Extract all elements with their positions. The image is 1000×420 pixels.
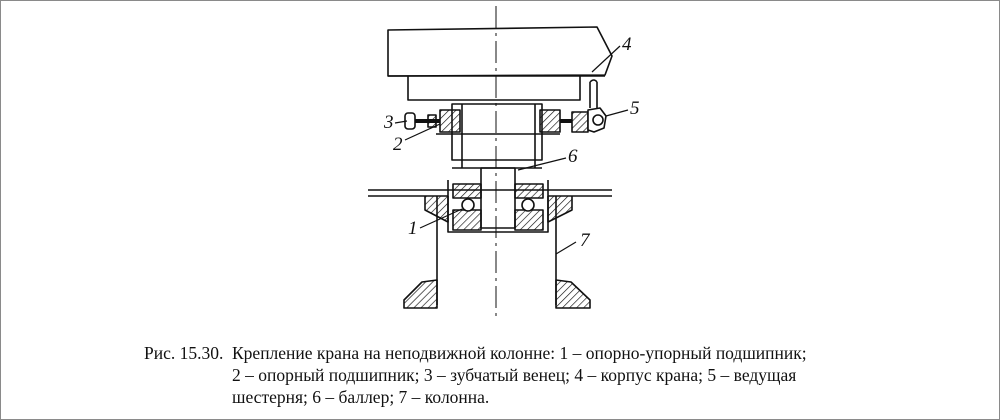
stock-pillar — [480, 167, 516, 229]
drive-pinion-block — [571, 111, 589, 133]
leader-4 — [591, 45, 621, 73]
leader-6 — [517, 157, 567, 171]
upper-bearing-left — [439, 109, 461, 133]
caption-line-1: Рис. 15.30.Крепление крана на неподвижно… — [144, 343, 807, 363]
bracket-right — [547, 196, 573, 223]
label-4: 4 — [622, 34, 632, 55]
lower-bearing-top-right — [514, 183, 544, 199]
lower-bearing-bottom-right — [514, 209, 544, 231]
ball-left — [461, 198, 475, 212]
caption-number: Рис. 15.30. — [144, 343, 224, 363]
label-1: 1 — [408, 218, 418, 239]
lower-bearing-top-left — [452, 183, 482, 199]
caption-line-3: шестерня; 6 – баллер; 7 – колонна. — [232, 387, 490, 407]
caption-line-2: 2 – опорный подшипник; 3 – зубчатый вене… — [232, 365, 797, 385]
crane-body-base — [407, 76, 581, 101]
label-2: 2 — [393, 134, 403, 155]
upper-neck — [451, 103, 543, 161]
figure-caption: Рис. 15.30.Крепление крана на неподвижно… — [144, 342, 904, 408]
upper-bearing-right — [539, 109, 561, 133]
base-flange-left — [403, 279, 438, 309]
label-3: 3 — [383, 112, 394, 133]
leader-7 — [555, 241, 577, 255]
lower-bearing-bottom-left — [452, 209, 482, 231]
base-flange-right — [555, 279, 591, 309]
label-6: 6 — [568, 146, 578, 167]
ball-right — [521, 198, 535, 212]
label-5: 5 — [630, 98, 640, 119]
leader-5 — [605, 109, 629, 117]
drive-pinion-head — [587, 107, 607, 133]
label-7: 7 — [580, 230, 591, 251]
crane-body-outline — [387, 26, 613, 77]
leader-3 — [394, 120, 408, 124]
leader-1 — [419, 208, 463, 229]
crane-mounting-diagram: 4 5 3 2 6 1 7 — [368, 6, 640, 318]
leader-2 — [404, 123, 441, 141]
